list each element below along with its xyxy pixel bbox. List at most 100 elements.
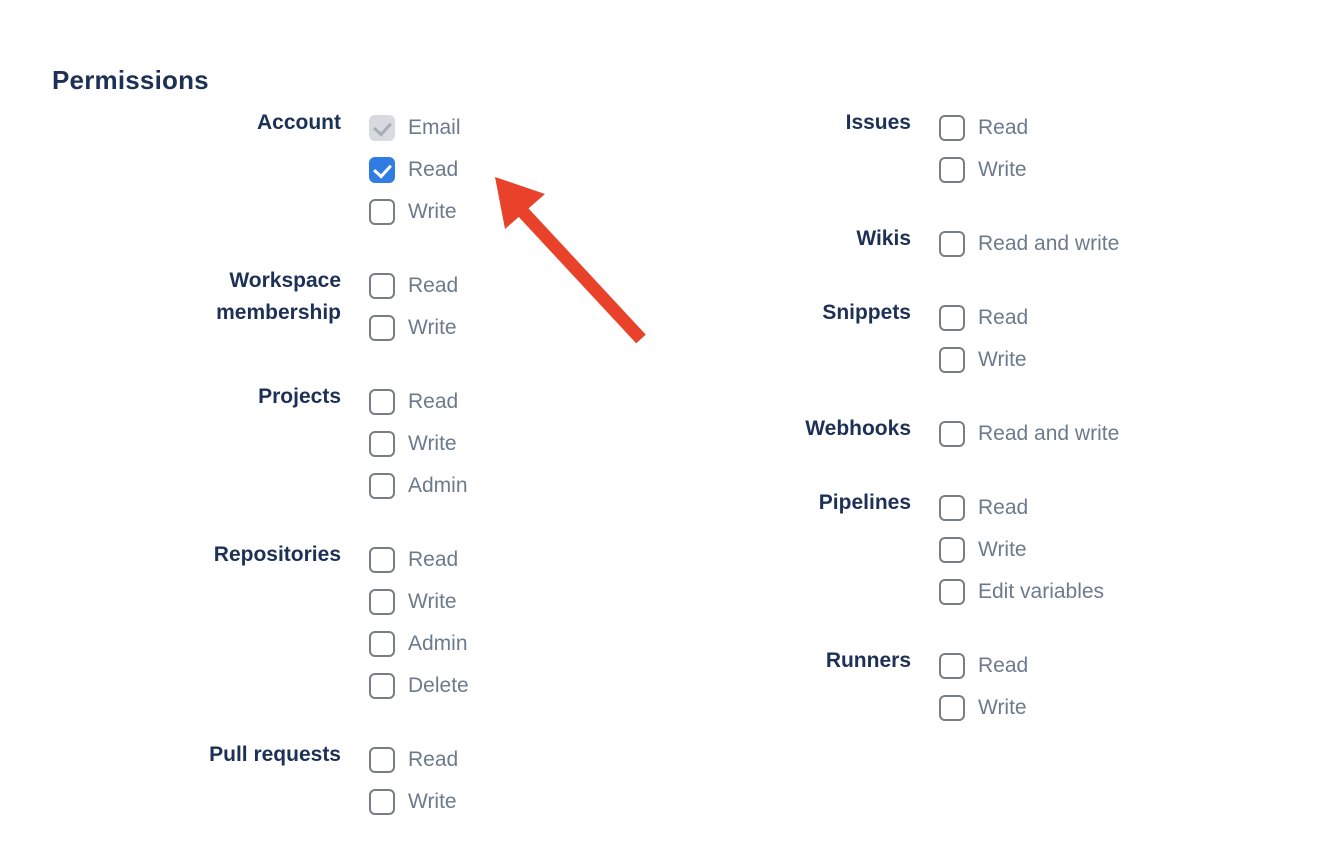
permission-group-account: Account Email Read Write — [52, 107, 652, 233]
projects-admin-checkbox[interactable] — [369, 473, 395, 499]
group-label-projects: Projects — [258, 385, 341, 408]
checkbox-row: Write — [939, 339, 1028, 381]
checkbox-row: Write — [369, 191, 461, 233]
options-webhooks: Read and write — [939, 413, 1119, 455]
wikis-read-and-write-checkbox[interactable] — [939, 231, 965, 257]
pull-requests-write-label[interactable]: Write — [408, 790, 457, 813]
checkbox-row: Read and write — [939, 413, 1119, 455]
runners-read-checkbox[interactable] — [939, 653, 965, 679]
account-email-checkbox[interactable] — [369, 115, 395, 141]
checkbox-row: Email — [369, 107, 461, 149]
workspace-membership-write-label[interactable]: Write — [408, 316, 457, 339]
snippets-write-checkbox[interactable] — [939, 347, 965, 373]
account-read-checkbox[interactable] — [369, 157, 395, 183]
pull-requests-read-checkbox[interactable] — [369, 747, 395, 773]
checkbox-row: Write — [939, 149, 1028, 191]
checkbox-row: Write — [939, 687, 1028, 729]
options-workspace-membership: Read Write — [369, 265, 458, 349]
pipelines-write-label[interactable]: Write — [978, 538, 1027, 561]
workspace-membership-read-label[interactable]: Read — [408, 274, 459, 297]
issues-read-label[interactable]: Read — [978, 116, 1029, 139]
permission-group-issues: Issues Read Write — [700, 107, 1260, 191]
checkbox-row: Admin — [369, 623, 469, 665]
pipelines-write-checkbox[interactable] — [939, 537, 965, 563]
projects-write-label[interactable]: Write — [408, 432, 457, 455]
checkbox-row: Read and write — [939, 223, 1119, 265]
checkbox-row: Read — [369, 539, 469, 581]
permission-group-snippets: Snippets Read Write — [700, 297, 1260, 381]
workspace-membership-read-checkbox[interactable] — [369, 273, 395, 299]
issues-write-checkbox[interactable] — [939, 157, 965, 183]
checkbox-row: Write — [369, 423, 468, 465]
options-pipelines: Read Write Edit variables — [939, 487, 1104, 613]
permissions-column-right: Issues Read Write Wikis Read and write — [700, 107, 1260, 761]
runners-write-label[interactable]: Write — [978, 696, 1027, 719]
snippets-read-label[interactable]: Read — [978, 306, 1029, 329]
options-projects: Read Write Admin — [369, 381, 468, 507]
pipelines-edit-variables-label[interactable]: Edit variables — [978, 580, 1105, 603]
group-label-pipelines: Pipelines — [818, 491, 911, 514]
checkbox-row: Read — [939, 645, 1028, 687]
pipelines-read-checkbox[interactable] — [939, 495, 965, 521]
options-issues: Read Write — [939, 107, 1028, 191]
checkbox-row: Read — [939, 487, 1104, 529]
repositories-write-checkbox[interactable] — [369, 589, 395, 615]
checkbox-row: Write — [939, 529, 1104, 571]
projects-write-checkbox[interactable] — [369, 431, 395, 457]
repositories-write-label[interactable]: Write — [408, 590, 457, 613]
permission-group-pipelines: Pipelines Read Write Edit variables — [700, 487, 1260, 613]
runners-write-checkbox[interactable] — [939, 695, 965, 721]
projects-read-checkbox[interactable] — [369, 389, 395, 415]
checkbox-row: Read — [369, 265, 458, 307]
issues-write-label[interactable]: Write — [978, 158, 1027, 181]
group-label-repositories: Repositories — [213, 543, 341, 566]
group-label-wikis: Wikis — [856, 227, 911, 250]
account-email-label[interactable]: Email — [408, 116, 461, 139]
repositories-admin-label[interactable]: Admin — [408, 632, 468, 655]
pull-requests-read-label[interactable]: Read — [408, 748, 459, 771]
group-label-webhooks: Webhooks — [805, 417, 911, 440]
checkbox-row: Write — [369, 581, 469, 623]
workspace-membership-write-checkbox[interactable] — [369, 315, 395, 341]
repositories-read-label[interactable]: Read — [408, 548, 459, 571]
repositories-delete-checkbox[interactable] — [369, 673, 395, 699]
checkbox-row: Read — [939, 107, 1028, 149]
snippets-read-checkbox[interactable] — [939, 305, 965, 331]
options-runners: Read Write — [939, 645, 1028, 729]
permission-group-wikis: Wikis Read and write — [700, 223, 1260, 265]
pipelines-read-label[interactable]: Read — [978, 496, 1029, 519]
webhooks-read-and-write-label[interactable]: Read and write — [978, 422, 1120, 445]
checkbox-row: Write — [369, 307, 458, 349]
permission-group-projects: Projects Read Write Admin — [52, 381, 652, 507]
account-read-label[interactable]: Read — [408, 158, 459, 181]
checkbox-row: Read — [369, 739, 458, 781]
snippets-write-label[interactable]: Write — [978, 348, 1027, 371]
checkbox-row: Edit variables — [939, 571, 1104, 613]
account-write-label[interactable]: Write — [408, 200, 457, 223]
projects-admin-label[interactable]: Admin — [408, 474, 468, 497]
account-write-checkbox[interactable] — [369, 199, 395, 225]
issues-read-checkbox[interactable] — [939, 115, 965, 141]
options-account: Email Read Write — [369, 107, 461, 233]
checkbox-row: Delete — [369, 665, 469, 707]
repositories-admin-checkbox[interactable] — [369, 631, 395, 657]
projects-read-label[interactable]: Read — [408, 390, 459, 413]
repositories-read-checkbox[interactable] — [369, 547, 395, 573]
permission-group-workspace-membership: Workspace membership Read Write — [52, 265, 652, 349]
group-label-snippets: Snippets — [822, 301, 911, 324]
webhooks-read-and-write-checkbox[interactable] — [939, 421, 965, 447]
checkbox-row: Read — [939, 297, 1028, 339]
permission-group-runners: Runners Read Write — [700, 645, 1260, 729]
pipelines-edit-variables-checkbox[interactable] — [939, 579, 965, 605]
checkbox-row: Admin — [369, 465, 468, 507]
pull-requests-write-checkbox[interactable] — [369, 789, 395, 815]
group-label-issues: Issues — [845, 111, 911, 134]
options-snippets: Read Write — [939, 297, 1028, 381]
runners-read-label[interactable]: Read — [978, 654, 1029, 677]
permission-group-pull-requests: Pull requests Read Write — [52, 739, 652, 823]
page-title: Permissions — [52, 65, 209, 96]
repositories-delete-label[interactable]: Delete — [408, 674, 469, 697]
wikis-read-and-write-label[interactable]: Read and write — [978, 232, 1120, 255]
options-repositories: Read Write Admin Delete — [369, 539, 469, 707]
